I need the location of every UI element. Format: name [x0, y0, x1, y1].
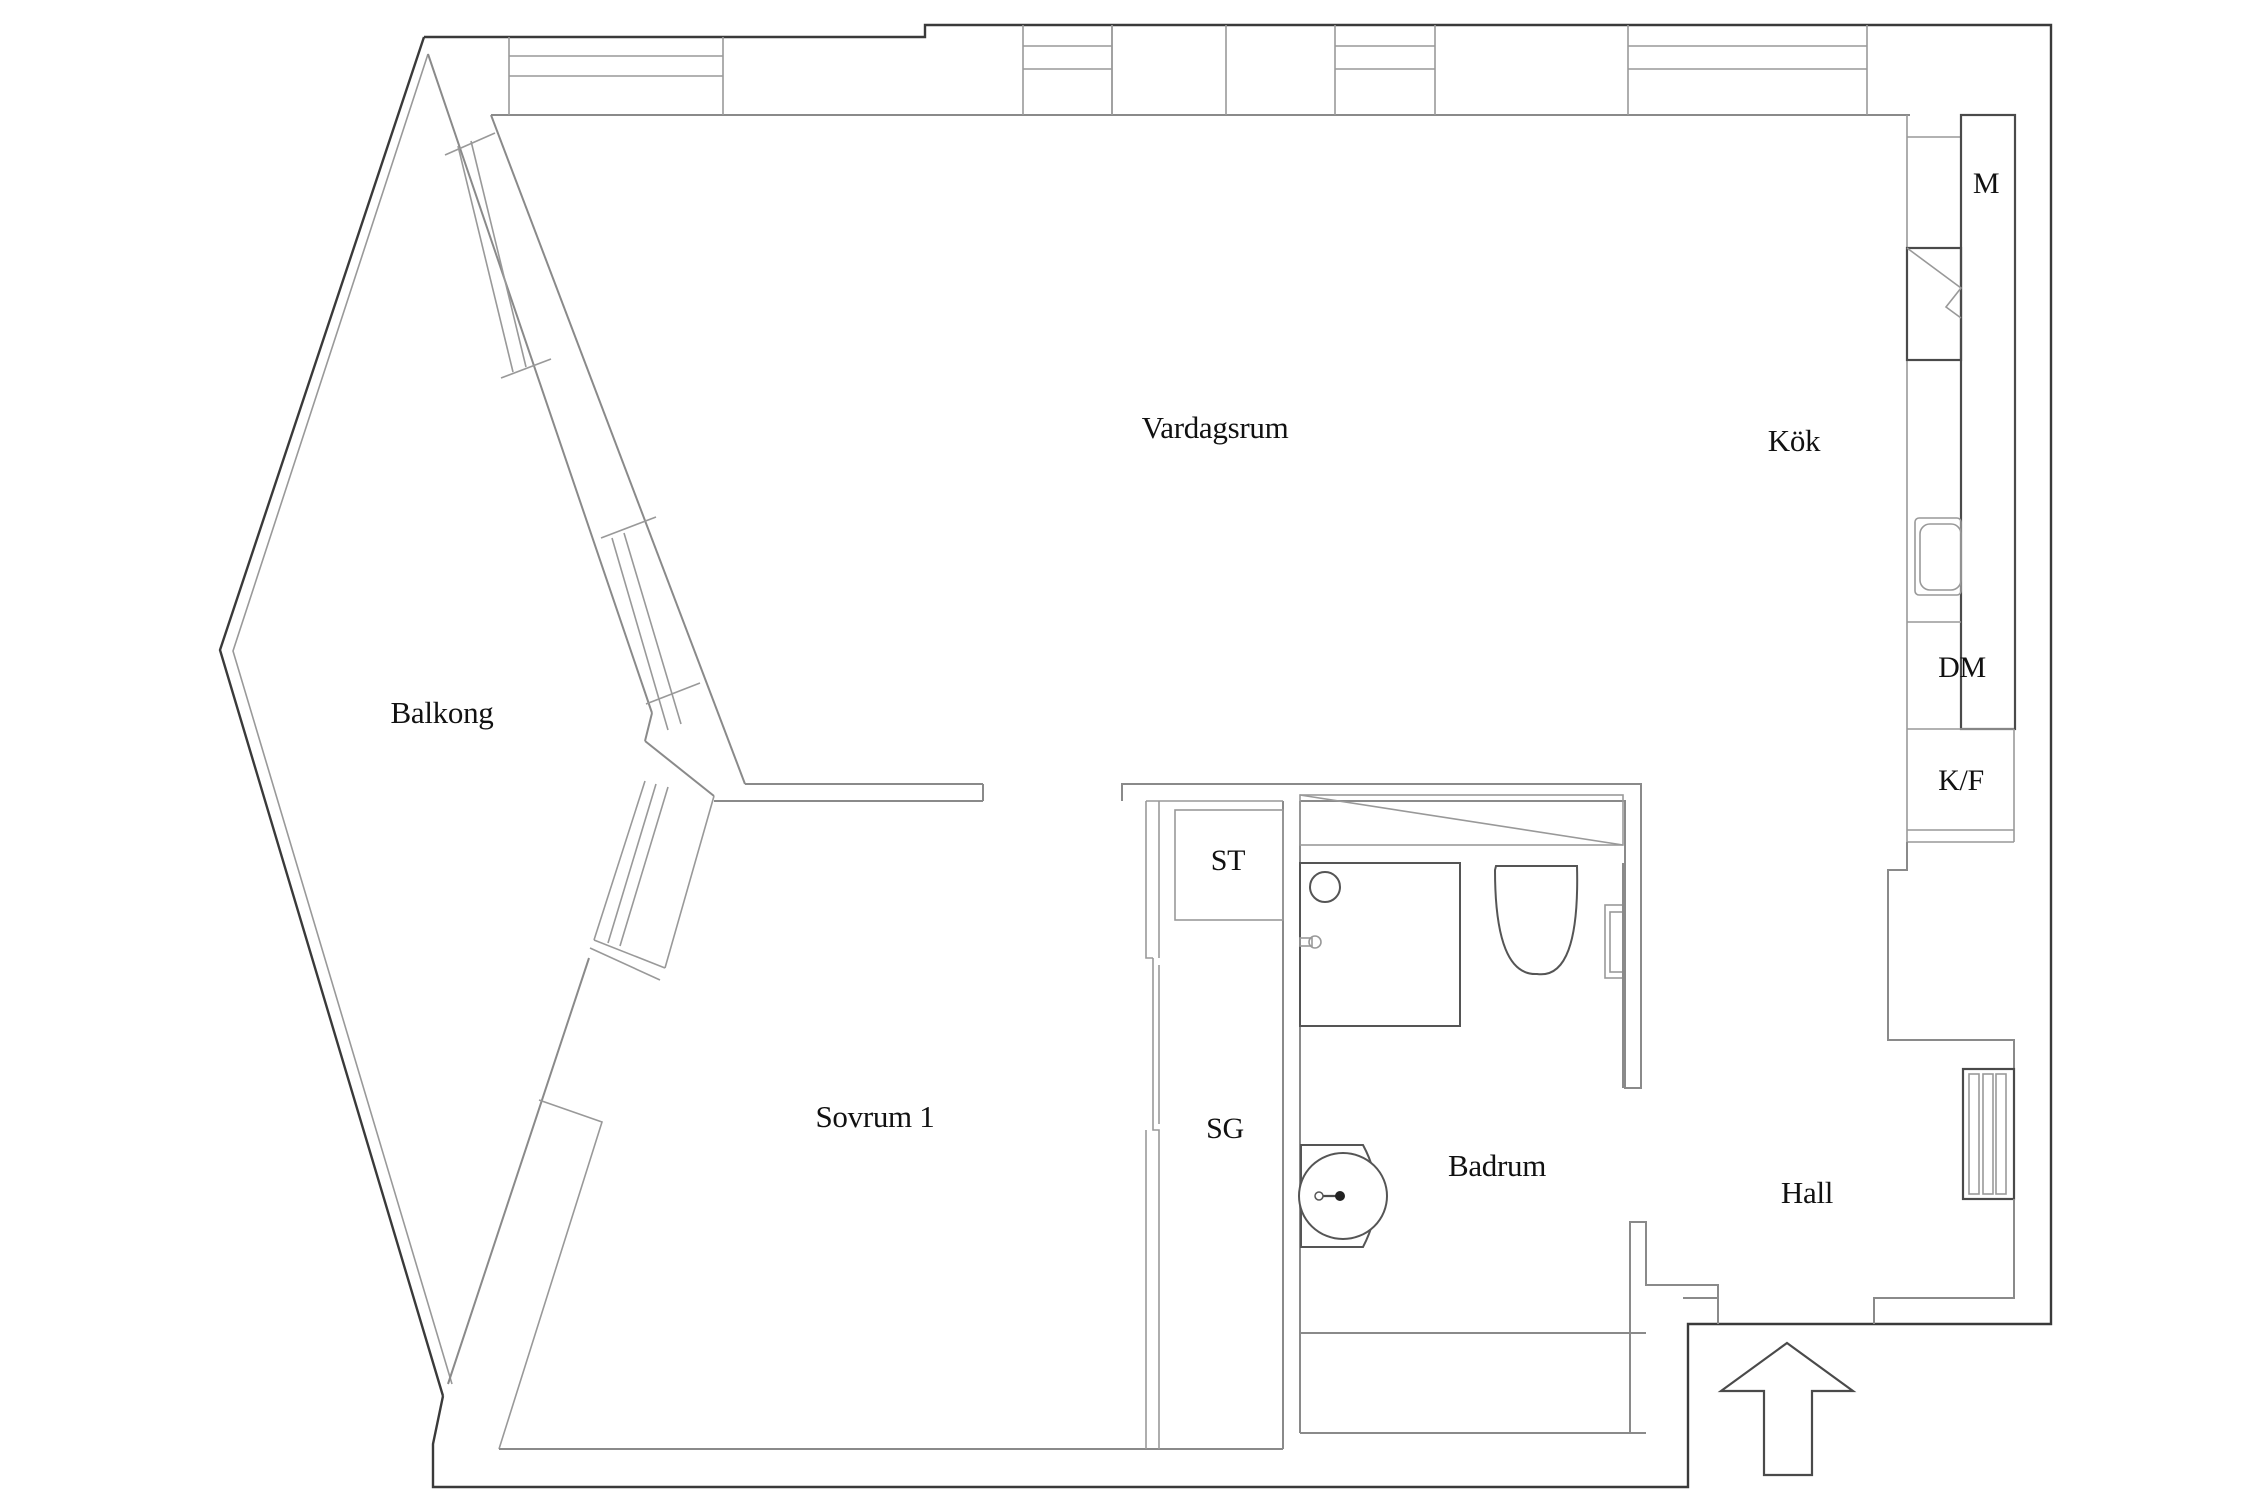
kitchen — [1887, 113, 2017, 1168]
radiator-icon — [1961, 1067, 2016, 1201]
toilet-icon — [1493, 865, 1579, 976]
fixture-label-fridge-freezer: K/F — [1938, 764, 1984, 797]
outer-walls — [218, 23, 2053, 1489]
room-label-balkong: Balkong — [390, 695, 494, 730]
room-label-sovrum: Sovrum 1 — [815, 1099, 935, 1134]
hall — [1683, 1067, 2016, 1477]
bottom-inner-wall — [499, 1332, 1646, 1450]
room-label-st: ST — [1210, 844, 1246, 877]
room-label-sg: SG — [1206, 1112, 1244, 1145]
shower-drain-icon — [1309, 871, 1341, 903]
room-label-kok: Kök — [1767, 423, 1821, 458]
diagonal-window-wall — [444, 114, 984, 1450]
room-label-hall: Hall — [1780, 1175, 1834, 1210]
entrance-arrow-icon — [1717, 1341, 1857, 1477]
fixture-label-microwave: M — [1972, 167, 2000, 200]
room-label-badrum: Badrum — [1447, 1148, 1547, 1183]
fixture-label-dishwasher: DM — [1938, 651, 1986, 684]
bathroom — [1298, 794, 1719, 1433]
top-wall — [491, 25, 1910, 116]
room-label-vardagsrum: Vardagsrum — [1141, 410, 1289, 445]
